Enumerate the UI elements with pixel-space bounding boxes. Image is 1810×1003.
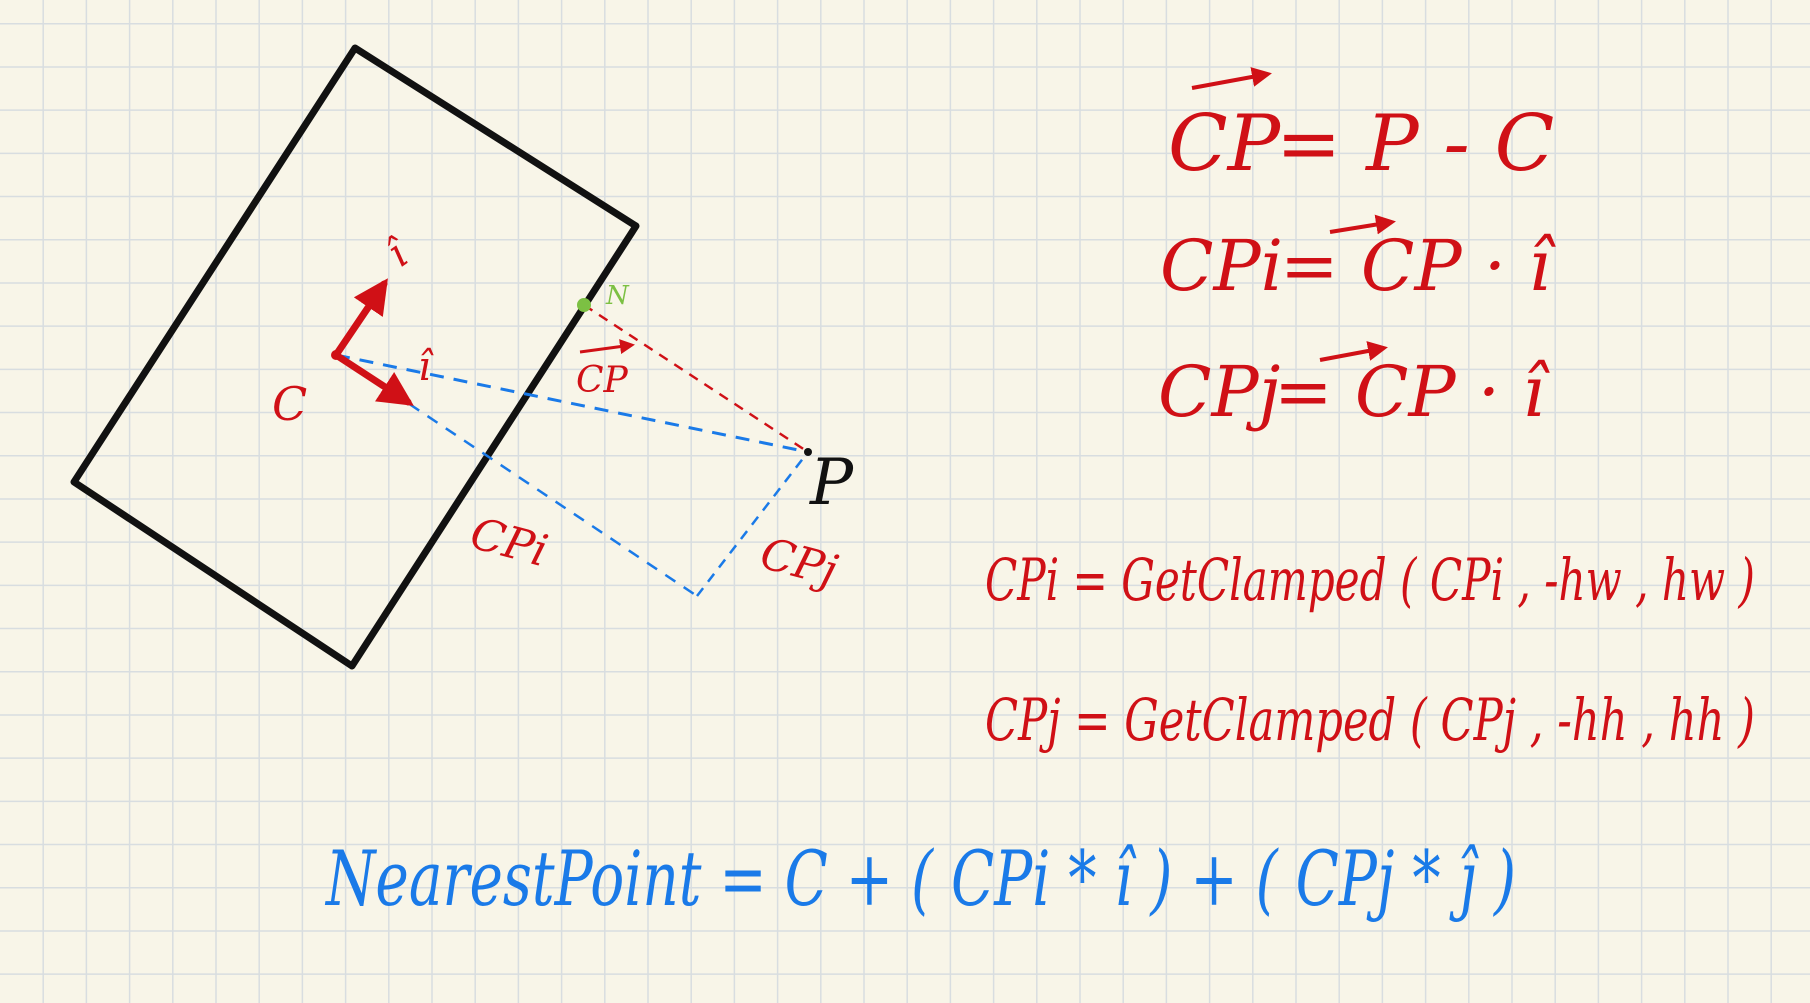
eq-cpj-dot-lhs: CPj (1158, 351, 1280, 433)
label-basis-i: î (418, 344, 434, 390)
vector-cp-dashed-line (335, 353, 809, 454)
eq-cpj-clamp: CPj = GetClamped ( CPj , -hh , hh ) (985, 686, 1755, 754)
eq-cp-lhs: CP (1168, 99, 1282, 189)
eq-cpi-dot-lhs: CPi (1160, 225, 1283, 307)
point-p-dot (804, 448, 812, 456)
rotated-rectangle (70, 44, 640, 670)
eq-cp-rhs: = P - C (1276, 99, 1554, 189)
label-cp-vector: CP (576, 360, 629, 401)
label-center: C (272, 377, 307, 431)
label-cpj: CPj (755, 528, 843, 597)
basis-j-arrow (332, 278, 388, 359)
projection-cpj-dashed-line (696, 451, 809, 597)
eq-nearest-point: NearestPoint = C + ( CPi * î ) + ( CPj *… (325, 834, 1516, 923)
center-point (331, 350, 341, 360)
label-nearest: N (605, 281, 630, 311)
eq-cp-overarrow (1191, 67, 1272, 90)
label-basis-j: î (379, 230, 418, 277)
nearest-to-point-dashed-line (583, 303, 809, 454)
label-point: P (809, 446, 854, 520)
eq-cpj-dot-rhs: = CP · î (1274, 351, 1550, 433)
eq-cpi-dot-overarrow (1329, 214, 1396, 235)
cp-vector-overline (579, 339, 635, 355)
label-cpi: CPi (465, 508, 553, 577)
eq-cpj-dot-overarrow (1319, 341, 1388, 362)
eq-cpi-clamp: CPi = GetClamped ( CPi , -hw , hw ) (985, 546, 1755, 614)
basis-i-arrow (332, 351, 414, 406)
nearest-point-dot (577, 298, 591, 312)
eq-cpi-dot-rhs: = CP · î (1280, 225, 1556, 307)
